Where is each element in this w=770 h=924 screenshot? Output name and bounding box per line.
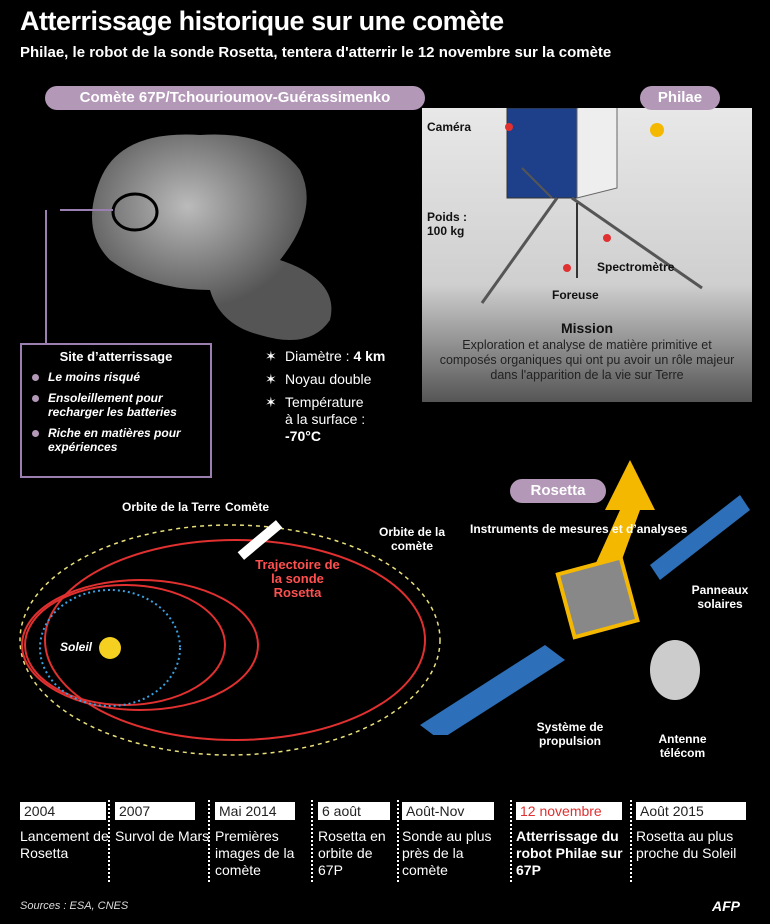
philae-lander-illustration: [480, 108, 703, 304]
sun-icon: [99, 637, 121, 659]
propulsion-label: Système de propulsion: [536, 720, 604, 748]
philae-label: Philae: [640, 86, 720, 110]
solar-panels-label: Panneaux solaires: [691, 583, 749, 611]
comet-label-small: Comète: [225, 500, 270, 514]
comet-orbit-label: Orbite de la comète: [378, 525, 446, 553]
sun-label: Soleil: [60, 640, 93, 654]
instruments-label: Instruments de mesures et d’analyses: [470, 522, 688, 536]
orbit-diagram: [19, 520, 441, 756]
sources: Sources : ESA, CNES: [20, 900, 129, 912]
star-icon: ✶: [265, 348, 277, 364]
weight-label: Poids :100 kg: [427, 210, 468, 238]
arrow-up-icon: [595, 460, 655, 565]
diameter-value: 4 km: [353, 348, 386, 364]
camera-label: Caméra: [427, 120, 472, 134]
nucleus-fact: Noyau double: [285, 371, 372, 387]
weight-value: 100 kg: [427, 224, 465, 238]
page-title: Atterrissage historique sur une comète: [20, 6, 504, 36]
philae-panel: Philae Caméra Poids :100 kg Spectromètre…: [422, 86, 752, 402]
rosetta-label: Rosetta: [510, 479, 606, 503]
drill-label: Foreuse: [552, 288, 599, 302]
trajectory-label: Trajectoire de la sonde Rosetta: [255, 557, 340, 600]
rosetta-trajectory: [44, 539, 426, 741]
landing-site-item: Riche en matières pour expériences: [32, 426, 202, 454]
diameter-label: Diamètre :: [285, 348, 354, 364]
landing-site-title: Site d’atterrissage: [59, 349, 173, 364]
afp-logo: AFP: [712, 898, 740, 914]
comet-label: Comète 67P/Tchourioumov-Guérassimenko: [45, 86, 425, 110]
comet-icon: [237, 520, 283, 560]
page-subtitle: Philae, le robot de la sonde Rosetta, te…: [20, 44, 612, 61]
mission-text: Exploration et analyse de matière primit…: [439, 338, 735, 382]
comet-facts: ✶ Diamètre : 4 km ✶ Noyau double ✶ Températ…: [265, 348, 385, 451]
landing-site-item: Le moins risqué: [32, 370, 202, 384]
comet-orbit: [19, 524, 441, 756]
spectrometer-label: Spectromètre: [597, 260, 675, 274]
earth-orbit: [39, 589, 181, 707]
landing-site-marker: [111, 192, 159, 232]
star-icon: ✶: [265, 394, 277, 410]
antenna-label: Antenne télécom: [658, 732, 707, 760]
temperature-value: -70°C: [285, 428, 321, 444]
landing-site-box: Site d’atterrissage Le moins risqué Enso…: [20, 343, 212, 478]
comet-image: [60, 134, 332, 340]
star-icon: ✶: [265, 371, 277, 387]
rosetta-illustration: [420, 460, 750, 735]
earth-orbit-label: Orbite de la Terre: [122, 500, 221, 514]
temperature-label: Température à la surface :: [285, 394, 366, 427]
landing-site-item: Ensoleillement pour recharger les batter…: [32, 391, 202, 419]
mission-title: Mission: [560, 320, 614, 336]
